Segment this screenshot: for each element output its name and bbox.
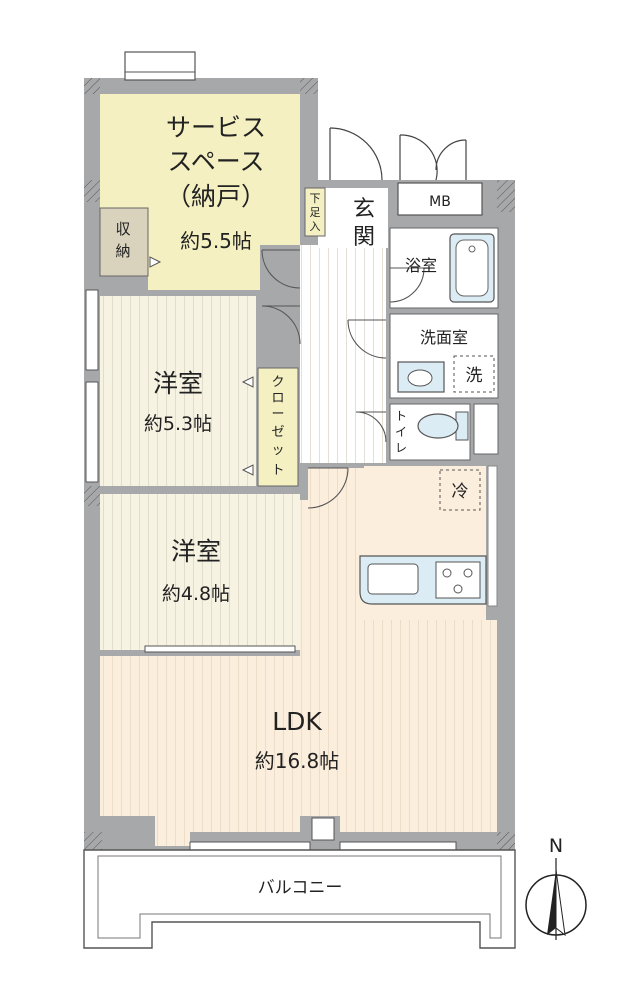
wall-hatch — [497, 180, 515, 212]
western2-label: 洋室 — [171, 537, 221, 566]
washer-label: 洗 — [466, 366, 483, 386]
toilet-label: ト — [395, 409, 407, 423]
compass-north-label: N — [549, 835, 563, 857]
washroom-label: 洗面室 — [420, 328, 468, 347]
bathroom-label: 浴室 — [405, 256, 437, 275]
kitchen-wall — [487, 465, 498, 607]
western1-wood — [100, 296, 256, 486]
closet-label: ト — [271, 463, 284, 478]
shoe-box — [304, 187, 326, 237]
fridge-label: 冷 — [452, 482, 469, 502]
door-swings — [261, 249, 425, 509]
wall-hatch — [84, 486, 100, 506]
ldk-wood — [100, 468, 497, 846]
closet-label: ク — [271, 375, 284, 390]
closet-label: ゼ — [271, 425, 284, 440]
closet-label: ー — [271, 407, 284, 422]
toilet-label: イ — [395, 425, 407, 439]
compass-needle-icon — [547, 870, 556, 935]
ldk-pillar — [311, 817, 335, 841]
wall-hatch — [497, 832, 515, 850]
mb-label: MB — [429, 194, 451, 210]
closet-arrow — [241, 376, 254, 388]
storage-label: 収 — [115, 220, 130, 238]
balcony-inner — [97, 855, 502, 939]
service-space-size: 約5.5帖 — [180, 229, 252, 253]
entrance-door-swing — [329, 127, 467, 181]
western2-wood — [100, 494, 300, 650]
ldk-label: LDK — [272, 707, 322, 736]
storage-arrow — [149, 256, 162, 268]
wall-hatch — [300, 78, 318, 94]
wall-hatch — [84, 78, 100, 94]
closet-label: ッ — [271, 443, 284, 458]
wall-hatch — [84, 832, 102, 850]
burner-icon — [463, 568, 473, 578]
shoe-box-label: 足 — [310, 206, 321, 219]
kitchen-sink — [367, 563, 419, 595]
toilet-bowl — [417, 413, 459, 439]
closet-floor — [257, 367, 299, 487]
stove — [435, 561, 481, 599]
wall-hatch — [84, 180, 100, 202]
service-space-label: （納戸） — [166, 182, 266, 211]
compass: N — [525, 835, 587, 940]
toilet-label: レ — [395, 441, 407, 455]
mb-box — [397, 182, 483, 216]
service-space-label: スペース — [167, 147, 264, 176]
storage-floor — [99, 207, 149, 277]
entrance-label: 玄 — [353, 197, 375, 222]
shoe-box-label: 下 — [310, 192, 321, 205]
ldk-size: 約16.8帖 — [255, 749, 340, 773]
balcony-outline — [83, 849, 516, 949]
basin-bowl — [407, 369, 433, 387]
closet-arrow — [241, 464, 254, 476]
western2-size: 約4.8帖 — [162, 583, 230, 605]
western1-size: 約5.3帖 — [144, 413, 212, 435]
drain-icon — [468, 245, 476, 253]
storage-label: 納 — [115, 242, 130, 260]
burner-icon — [453, 584, 463, 594]
shoe-box-label: 入 — [310, 220, 321, 233]
bathtub-inner — [455, 239, 489, 297]
service-window — [124, 51, 196, 81]
closet-label: ロ — [271, 391, 284, 406]
balcony-label: バルコニー — [258, 878, 343, 898]
burner-icon — [442, 568, 452, 578]
service-space-floor — [100, 94, 300, 290]
pipe-space — [473, 403, 499, 455]
western1-label: 洋室 — [153, 369, 203, 398]
hallway-wood — [300, 245, 386, 463]
entrance-label: 関 — [353, 225, 375, 250]
entrance-floor — [318, 188, 388, 248]
compass-needle-icon — [555, 869, 566, 937]
left-windows — [85, 289, 99, 483]
service-space-label: サービス — [166, 113, 266, 142]
washer-space — [453, 355, 495, 393]
fridge-space — [439, 469, 481, 511]
